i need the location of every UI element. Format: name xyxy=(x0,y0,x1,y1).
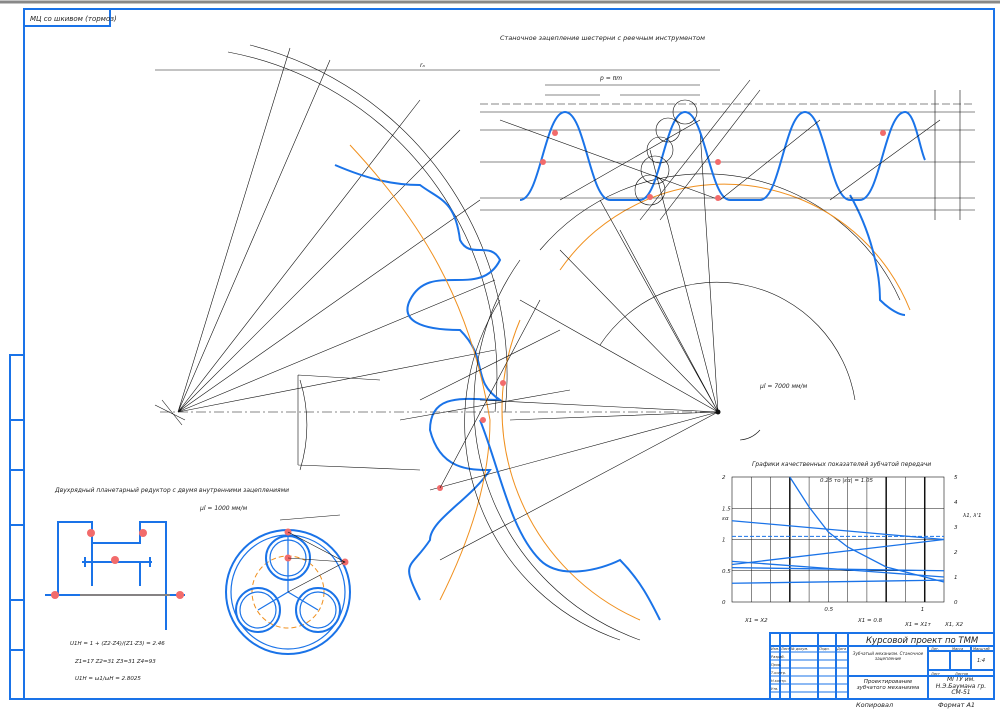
corner-label-box xyxy=(23,8,111,27)
planet-scale: μl = 1000 мм/м xyxy=(199,505,248,512)
chart-xlabel: X1, X2 xyxy=(944,622,964,628)
mass-label: Масса xyxy=(952,647,963,651)
sheet-label: Лист xyxy=(930,672,941,676)
title-block-row-label: Подп. xyxy=(819,647,830,651)
pitch-label: p = πm xyxy=(599,75,622,82)
formula-2: Z1=17 Z2=31 Z3=31 Z4=93 xyxy=(74,659,156,665)
tick-label-x: 0.5 xyxy=(824,607,833,613)
series-line xyxy=(731,579,945,584)
tick-label-right: 4 xyxy=(954,500,958,506)
tick-label-left: 2 xyxy=(722,475,726,481)
pinion-gear-arcs: μl = 7000 мм/м xyxy=(429,129,911,641)
chart-marker-3: X1 = X1т xyxy=(904,622,932,628)
chart-marker-1: X1 = X2 xyxy=(744,618,768,624)
title-block-row-label: Т.контр. xyxy=(771,671,786,675)
series-line xyxy=(731,520,945,541)
formula-1: U1H = 1 + (Z2·Z4)/(Z1·Z3) = 2.46 xyxy=(70,641,165,647)
title-block-row-label: Изм. xyxy=(771,647,779,651)
planetary-gear-view xyxy=(225,514,351,655)
side-strip xyxy=(9,354,25,700)
tick-label-x: 1 xyxy=(921,607,925,613)
tick-label-right: 3 xyxy=(954,525,958,531)
title-block-row-label: № докум. xyxy=(790,647,808,651)
quality-chart: Графики качественных показателей зубчато… xyxy=(722,461,982,628)
top-title: Станочное зацепление шестерни с реечным … xyxy=(500,34,705,42)
series-line xyxy=(731,566,945,572)
formula-3: U1H = ω1/ωH = 2.8025 xyxy=(75,676,141,682)
lit-label: Лит. xyxy=(930,647,939,651)
chart-ylabel-right: λ1, λ'1 xyxy=(962,513,982,519)
title-block-row-label: Дата xyxy=(836,647,846,651)
chart-title: Графики качественных показателей зубчато… xyxy=(752,461,931,468)
rack-tool-profile: p = πm xyxy=(480,75,975,221)
scale-label: Масштаб xyxy=(973,647,990,651)
title-block-row-label: Лист xyxy=(780,647,791,651)
planetary-title: Двухрядный планетарный редуктор с двумя … xyxy=(54,487,289,494)
series-line xyxy=(731,538,945,566)
tick-label-right: 0 xyxy=(954,600,958,606)
tick-label-right: 2 xyxy=(954,550,958,556)
project-title: Курсовой проект по ТММ xyxy=(866,636,979,646)
chart-annotation: 0.25 то |εα| = 1.05 xyxy=(820,478,873,484)
subject: Проектирование зубчатого механизма xyxy=(856,679,920,692)
tick-label-left: 1.5 xyxy=(722,506,731,512)
corner-label: МЦ со шкивом (тормоз) xyxy=(30,15,117,23)
sheets-label: Листов xyxy=(954,672,968,676)
title-block-row-label: Утв. xyxy=(771,687,778,691)
format-label: Формат A1 xyxy=(938,701,975,709)
dim-label: rₐ xyxy=(420,62,425,69)
chart-marker-2: X1 = 0.8 xyxy=(857,618,883,624)
planetary-schematic: Двухрядный планетарный редуктор с двумя … xyxy=(45,487,289,682)
title-block-row-label: Н.контр. xyxy=(771,679,787,683)
tick-label-right: 5 xyxy=(954,475,958,481)
tick-label-right: 1 xyxy=(954,575,958,581)
doc-name: Зубчатый механизм. Станочное зацепление xyxy=(852,651,924,661)
gear-scale: μl = 7000 мм/м xyxy=(759,383,808,390)
title-block-row-label: Разраб. xyxy=(771,655,785,659)
tick-label-left: 1 xyxy=(722,538,726,544)
tick-label-left: 0.5 xyxy=(722,569,731,575)
tick-label-left: 0 xyxy=(722,600,726,606)
copied-label: Копировал xyxy=(856,701,893,709)
scale-value: 1:4 xyxy=(977,658,985,664)
title-block-row-label: Пров. xyxy=(771,663,781,667)
organization: МГТУ им. Н.Э.Баумана гр. СМ-51 xyxy=(935,677,987,697)
chart-ylabel-left: εα xyxy=(722,516,729,522)
mesh-points xyxy=(399,299,571,491)
